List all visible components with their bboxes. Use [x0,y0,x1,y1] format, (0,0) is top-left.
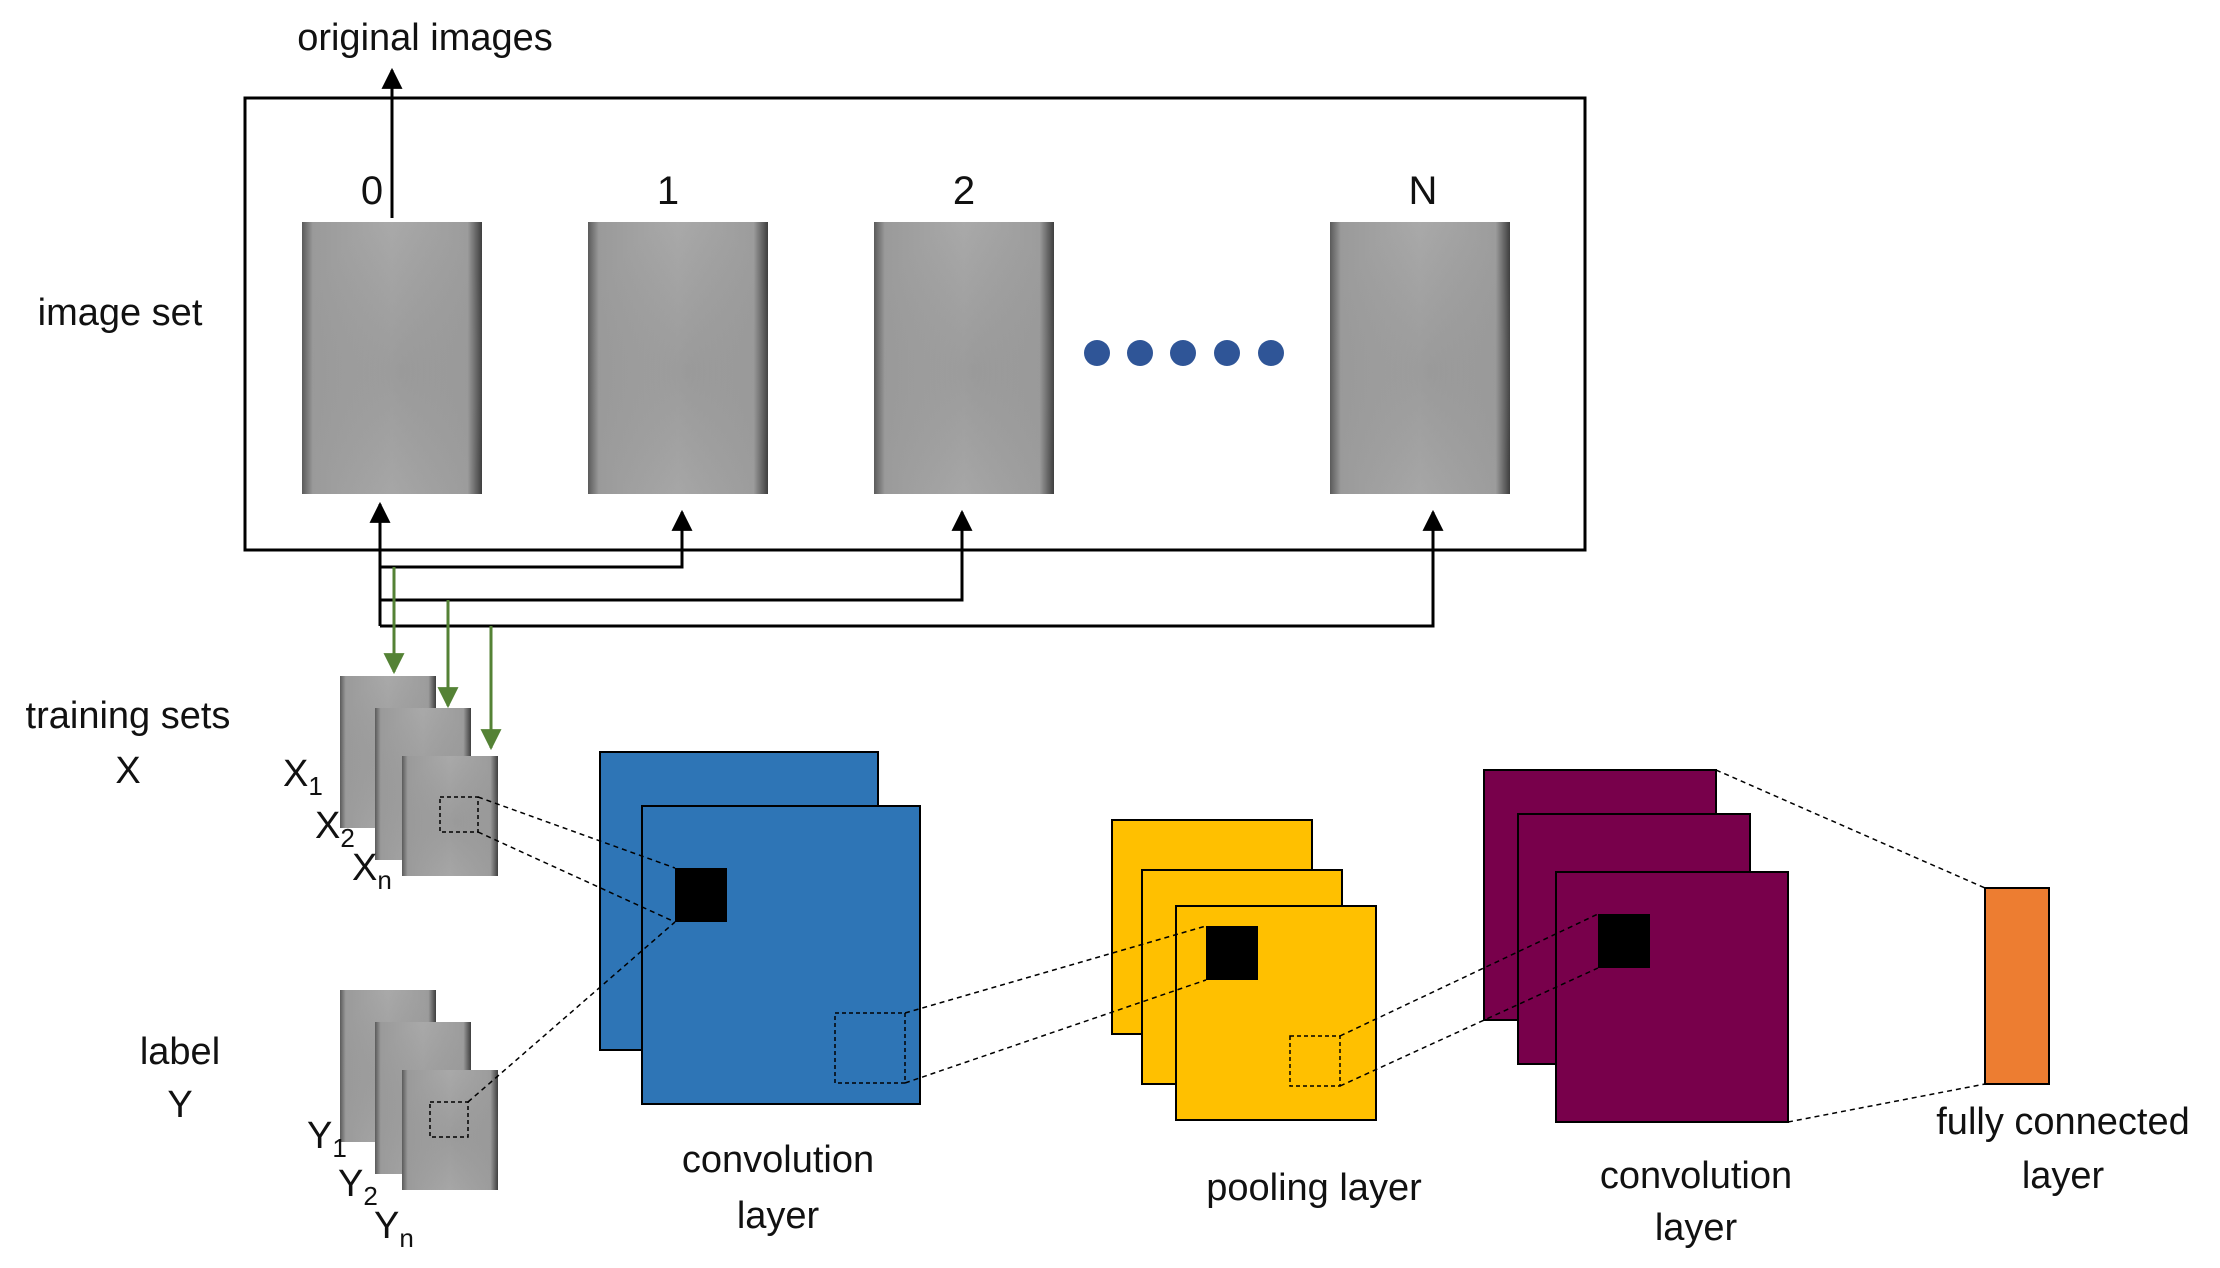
projection-lines [467,769,1986,1123]
training-image-n [402,756,498,876]
conv1-feature-map-front [641,805,921,1105]
conv1-pool-window [834,1012,906,1084]
conv-layer-2-label-line2: layer [1655,1207,1738,1249]
training-stack [340,676,498,876]
conv-layer-1-label-line1: convolution [682,1139,874,1181]
image-thumbnail-2 [874,222,1054,494]
conv1-kernel-cell [675,868,727,922]
label-stack [340,990,498,1190]
image-index-n: N [1409,169,1438,213]
connector-lines [369,501,1444,628]
green-arrows [383,567,502,751]
label-item-1: Y1 [307,1115,347,1163]
conv-layer-2 [1483,769,1789,1123]
conv2-kernel-cell [1598,914,1650,968]
original-images-label: original images [297,17,553,59]
pool-window [1289,1035,1341,1087]
fully-connected-layer [1984,887,2050,1085]
image-set-label: image set [38,292,203,334]
image-index-2: 2 [953,169,975,213]
image-set-frame [243,96,1587,552]
label-item-n: Yn [374,1205,414,1253]
conv-layer-1 [599,751,921,1105]
image-thumbnail-1 [588,222,768,494]
fc-label-line2: layer [2022,1155,2105,1197]
training-sets-label: training sets [26,695,231,737]
image-index-1: 1 [657,169,679,213]
image-thumbnail-n [1330,222,1510,494]
image-index-0: 0 [361,169,383,213]
conv-layer-1-label-line2: layer [737,1195,820,1237]
fc-label-line1: fully connected [1936,1101,2190,1143]
label-item-2: Y2 [338,1163,378,1211]
pooling-layer [1111,819,1377,1121]
label-receptive-field [429,1101,469,1138]
label-label: label [140,1031,220,1073]
training-receptive-field [439,796,479,833]
training-item-2: X2 [315,805,355,853]
training-item-n: Xn [352,847,392,895]
image-thumbnail-0 [302,222,482,494]
training-item-1: X1 [283,753,323,801]
pooling-layer-label: pooling layer [1206,1167,1422,1209]
label-var-label: Y [167,1084,192,1126]
training-var-label: X [115,750,140,792]
ellipsis-dots [1084,340,1284,366]
conv2-map-3 [1555,871,1789,1123]
pool-cell [1206,926,1258,980]
conv-layer-2-label-line1: convolution [1600,1155,1792,1197]
